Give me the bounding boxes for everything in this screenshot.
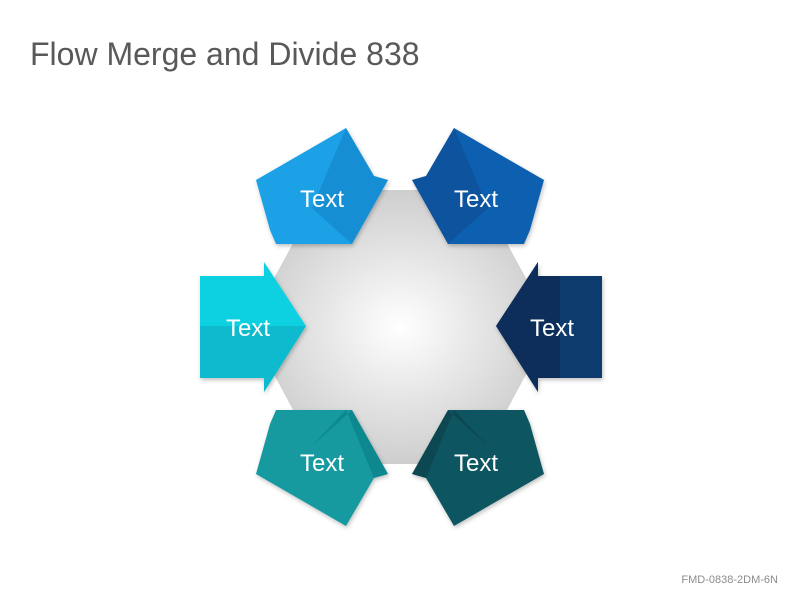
arrow-right-shade	[496, 262, 560, 392]
arrow-left[interactable]: Text	[200, 262, 306, 392]
arrow-bottom-left-body	[256, 410, 388, 526]
arrow-top-left[interactable]: Text	[256, 128, 388, 244]
arrow-top-left-shade	[312, 128, 388, 244]
arrow-bottom-right-shade	[412, 410, 488, 478]
footer-code: FMD-0838-2DM-6N	[681, 574, 778, 586]
arrow-right[interactable]: Text	[496, 262, 602, 392]
arrow-right-label: Text	[530, 315, 574, 342]
arrow-bottom-right[interactable]: Text	[412, 410, 544, 526]
arrow-bottom-left-shade	[312, 410, 388, 478]
arrow-top-left-label: Text	[300, 186, 344, 213]
arrow-top-right-shade	[412, 128, 488, 244]
arrow-bottom-left-label: Text	[300, 450, 344, 477]
arrow-bottom-right-body	[412, 410, 544, 526]
arrow-bottom-left[interactable]: Text	[256, 410, 388, 526]
page-title: Flow Merge and Divide 838	[30, 36, 420, 72]
arrow-left-label: Text	[226, 315, 270, 342]
arrow-top-right[interactable]: Text	[412, 128, 544, 244]
arrow-left-shade	[200, 326, 306, 392]
arrow-top-right-label: Text	[454, 186, 498, 213]
arrow-bottom-right-label: Text	[454, 450, 498, 477]
center-hexagon	[248, 190, 552, 464]
